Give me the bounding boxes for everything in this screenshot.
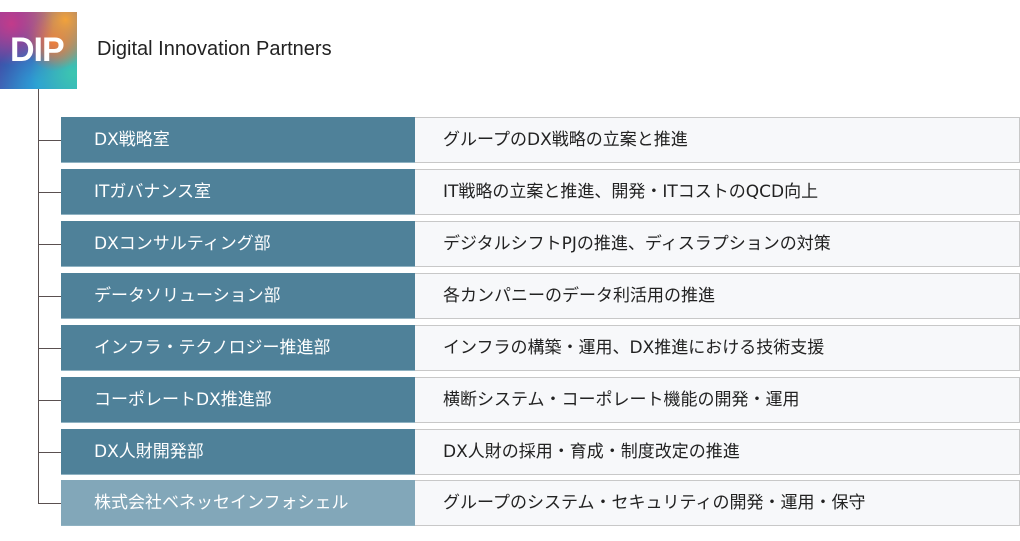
dept-description: DX人財の採用・育成・制度改定の推進 xyxy=(415,429,1020,475)
tree-connector xyxy=(38,452,61,453)
org-row: DXコンサルティング部 デジタルシフトPJの推進、ディスラプションの対策 xyxy=(61,221,1020,267)
page-title: Digital Innovation Partners xyxy=(97,38,332,60)
org-row: コーポレートDX推進部 横断システム・コーポレート機能の開発・運用 xyxy=(61,377,1020,423)
org-row: インフラ・テクノロジー推進部 インフラの構築・運用、DX推進における技術支援 xyxy=(61,325,1020,371)
dept-description: グループのDX戦略の立案と推進 xyxy=(415,117,1020,163)
dept-name: ITガバナンス室 xyxy=(61,169,415,215)
subsidiary-name: 株式会社ベネッセインフォシェル xyxy=(61,480,415,526)
tree-connector xyxy=(38,400,61,401)
dept-name: DX戦略室 xyxy=(61,117,415,163)
logo-text: DIP xyxy=(10,31,65,69)
dip-logo: DIP xyxy=(0,12,77,89)
tree-connector xyxy=(38,503,61,504)
org-row: DX戦略室 グループのDX戦略の立案と推進 xyxy=(61,117,1020,163)
dept-description: 各カンパニーのデータ利活用の推進 xyxy=(415,273,1020,319)
dept-name: コーポレートDX推進部 xyxy=(61,377,415,423)
org-row-subsidiary: 株式会社ベネッセインフォシェル グループのシステム・セキュリティの開発・運用・保… xyxy=(61,480,1020,526)
org-row: DX人財開発部 DX人財の採用・育成・制度改定の推進 xyxy=(61,429,1020,475)
dept-name: DX人財開発部 xyxy=(61,429,415,475)
dept-name: インフラ・テクノロジー推進部 xyxy=(61,325,415,371)
tree-connector xyxy=(38,244,61,245)
dept-name: DXコンサルティング部 xyxy=(61,221,415,267)
org-row: データソリューション部 各カンパニーのデータ利活用の推進 xyxy=(61,273,1020,319)
tree-connector xyxy=(38,296,61,297)
dept-name: データソリューション部 xyxy=(61,273,415,319)
tree-connector xyxy=(38,348,61,349)
dept-description: 横断システム・コーポレート機能の開発・運用 xyxy=(415,377,1020,423)
org-row: ITガバナンス室 IT戦略の立案と推進、開発・ITコストのQCD向上 xyxy=(61,169,1020,215)
subsidiary-description: グループのシステム・セキュリティの開発・運用・保守 xyxy=(415,480,1020,526)
tree-connector xyxy=(38,192,61,193)
tree-connector xyxy=(38,140,61,141)
dept-description: デジタルシフトPJの推進、ディスラプションの対策 xyxy=(415,221,1020,267)
dept-description: IT戦略の立案と推進、開発・ITコストのQCD向上 xyxy=(415,169,1020,215)
dept-description: インフラの構築・運用、DX推進における技術支援 xyxy=(415,325,1020,371)
